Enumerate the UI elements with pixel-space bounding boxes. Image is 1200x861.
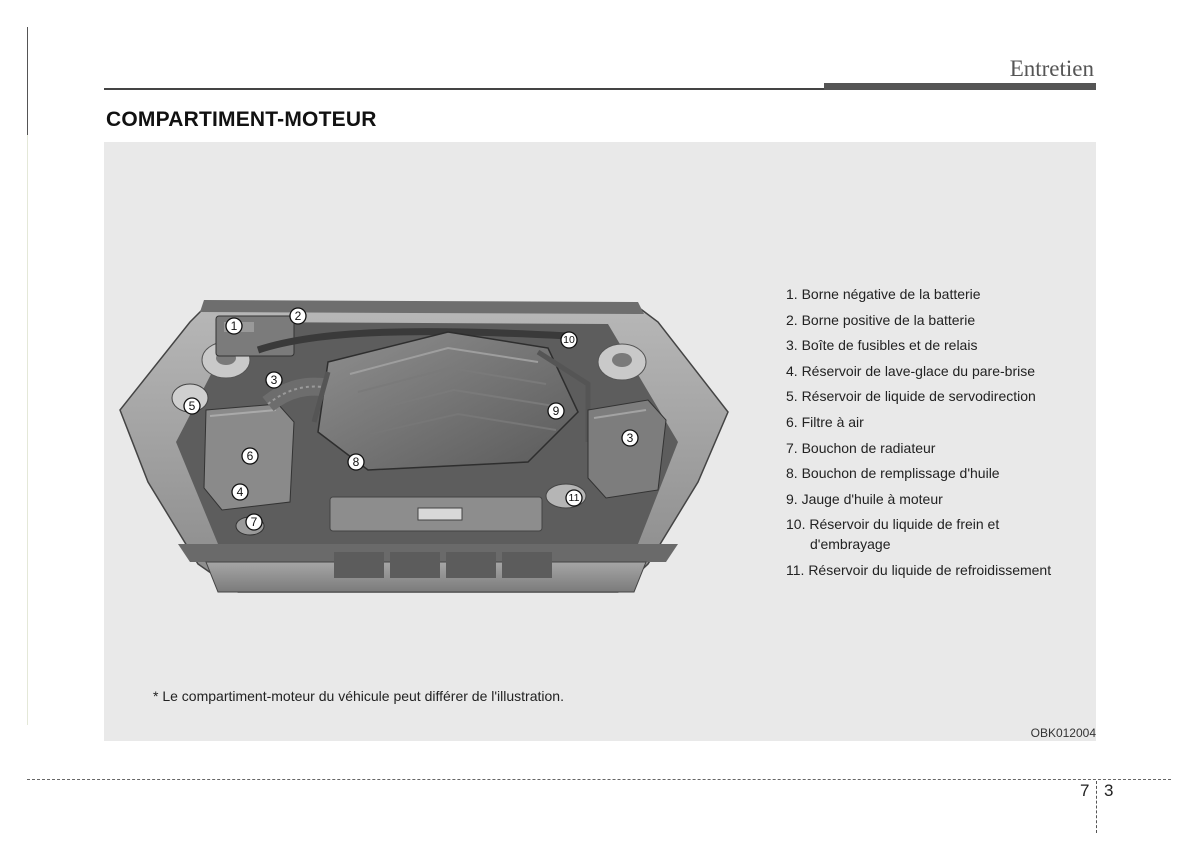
svg-text:3: 3 — [627, 431, 634, 445]
page-number: 3 — [1104, 781, 1114, 800]
left-margin-rule-faint — [27, 135, 28, 725]
svg-text:7: 7 — [251, 515, 258, 529]
legend-item: 4. Réservoir de lave-glace du pare-brise — [786, 362, 1036, 379]
svg-text:11: 11 — [569, 492, 580, 504]
legend-item: 2. Borne positive de la batterie — [786, 311, 976, 328]
page-title: COMPARTIMENT-MOTEUR — [106, 108, 377, 131]
engine-compartment-illustration: 1 2 3 4 5 6 7 8 9 10 11 3 — [119, 300, 729, 593]
legend-item: 11. Réservoir du liquide de refroidissem… — [786, 561, 1052, 578]
figure-code: OBK012004 — [1030, 726, 1096, 740]
svg-text:5: 5 — [189, 399, 196, 413]
callout-3-left: 3 — [265, 371, 283, 389]
callout-5: 5 — [183, 397, 201, 415]
callout-11: 11 — [565, 489, 583, 507]
header-rule-thin — [104, 88, 826, 90]
left-margin-rule — [27, 27, 28, 135]
svg-text:10: 10 — [563, 334, 575, 346]
legend-item: 5. Réservoir de liquide de servodirectio… — [786, 388, 1036, 405]
legend-item: 7. Bouchon de radiateur — [786, 439, 936, 456]
svg-text:8: 8 — [353, 455, 360, 469]
legend-item: 9. Jauge d'huile à moteur — [786, 490, 943, 507]
svg-text:2: 2 — [295, 309, 302, 323]
callout-7: 7 — [245, 513, 263, 531]
component-legend: 1. Borne négative de la batterie 2. Born… — [786, 286, 1086, 588]
svg-text:6: 6 — [247, 449, 254, 463]
svg-text:1: 1 — [231, 319, 238, 333]
legend-item: 3. Boîte de fusibles et de relais — [786, 337, 978, 354]
legend-item-continuation: d'embrayage — [810, 536, 891, 553]
callout-4: 4 — [231, 483, 249, 501]
legend-item: 1. Borne négative de la batterie — [786, 286, 981, 302]
header-rule-thick — [824, 83, 1096, 90]
svg-text:4: 4 — [237, 485, 244, 499]
svg-text:9: 9 — [553, 404, 560, 418]
callout-2: 2 — [289, 307, 307, 325]
illustration-note: * Le compartiment-moteur du véhicule peu… — [153, 688, 564, 704]
legend-item: 10. Réservoir du liquide de frein et d'em… — [786, 516, 1086, 553]
page-number-divider — [1096, 781, 1097, 833]
legend-item-text: 10. Réservoir du liquide de frein et — [786, 516, 1000, 533]
page-chapter-number: 7 — [1080, 781, 1090, 800]
footer-rule — [27, 779, 1171, 780]
callout-9: 9 — [547, 402, 565, 420]
callout-8: 8 — [347, 453, 365, 471]
callout-1: 1 — [225, 317, 243, 335]
section-header: Entretien — [1009, 56, 1094, 81]
legend-item: 6. Filtre à air — [786, 413, 864, 430]
callout-10: 10 — [560, 331, 578, 349]
svg-text:3: 3 — [271, 373, 278, 387]
callout-6: 6 — [241, 447, 259, 465]
legend-item: 8. Bouchon de remplissage d'huile — [786, 465, 1000, 482]
callout-3-right: 3 — [621, 429, 639, 447]
figure-panel: 1 2 3 4 5 6 7 8 9 10 11 3 1. Borne négat… — [104, 142, 1096, 741]
